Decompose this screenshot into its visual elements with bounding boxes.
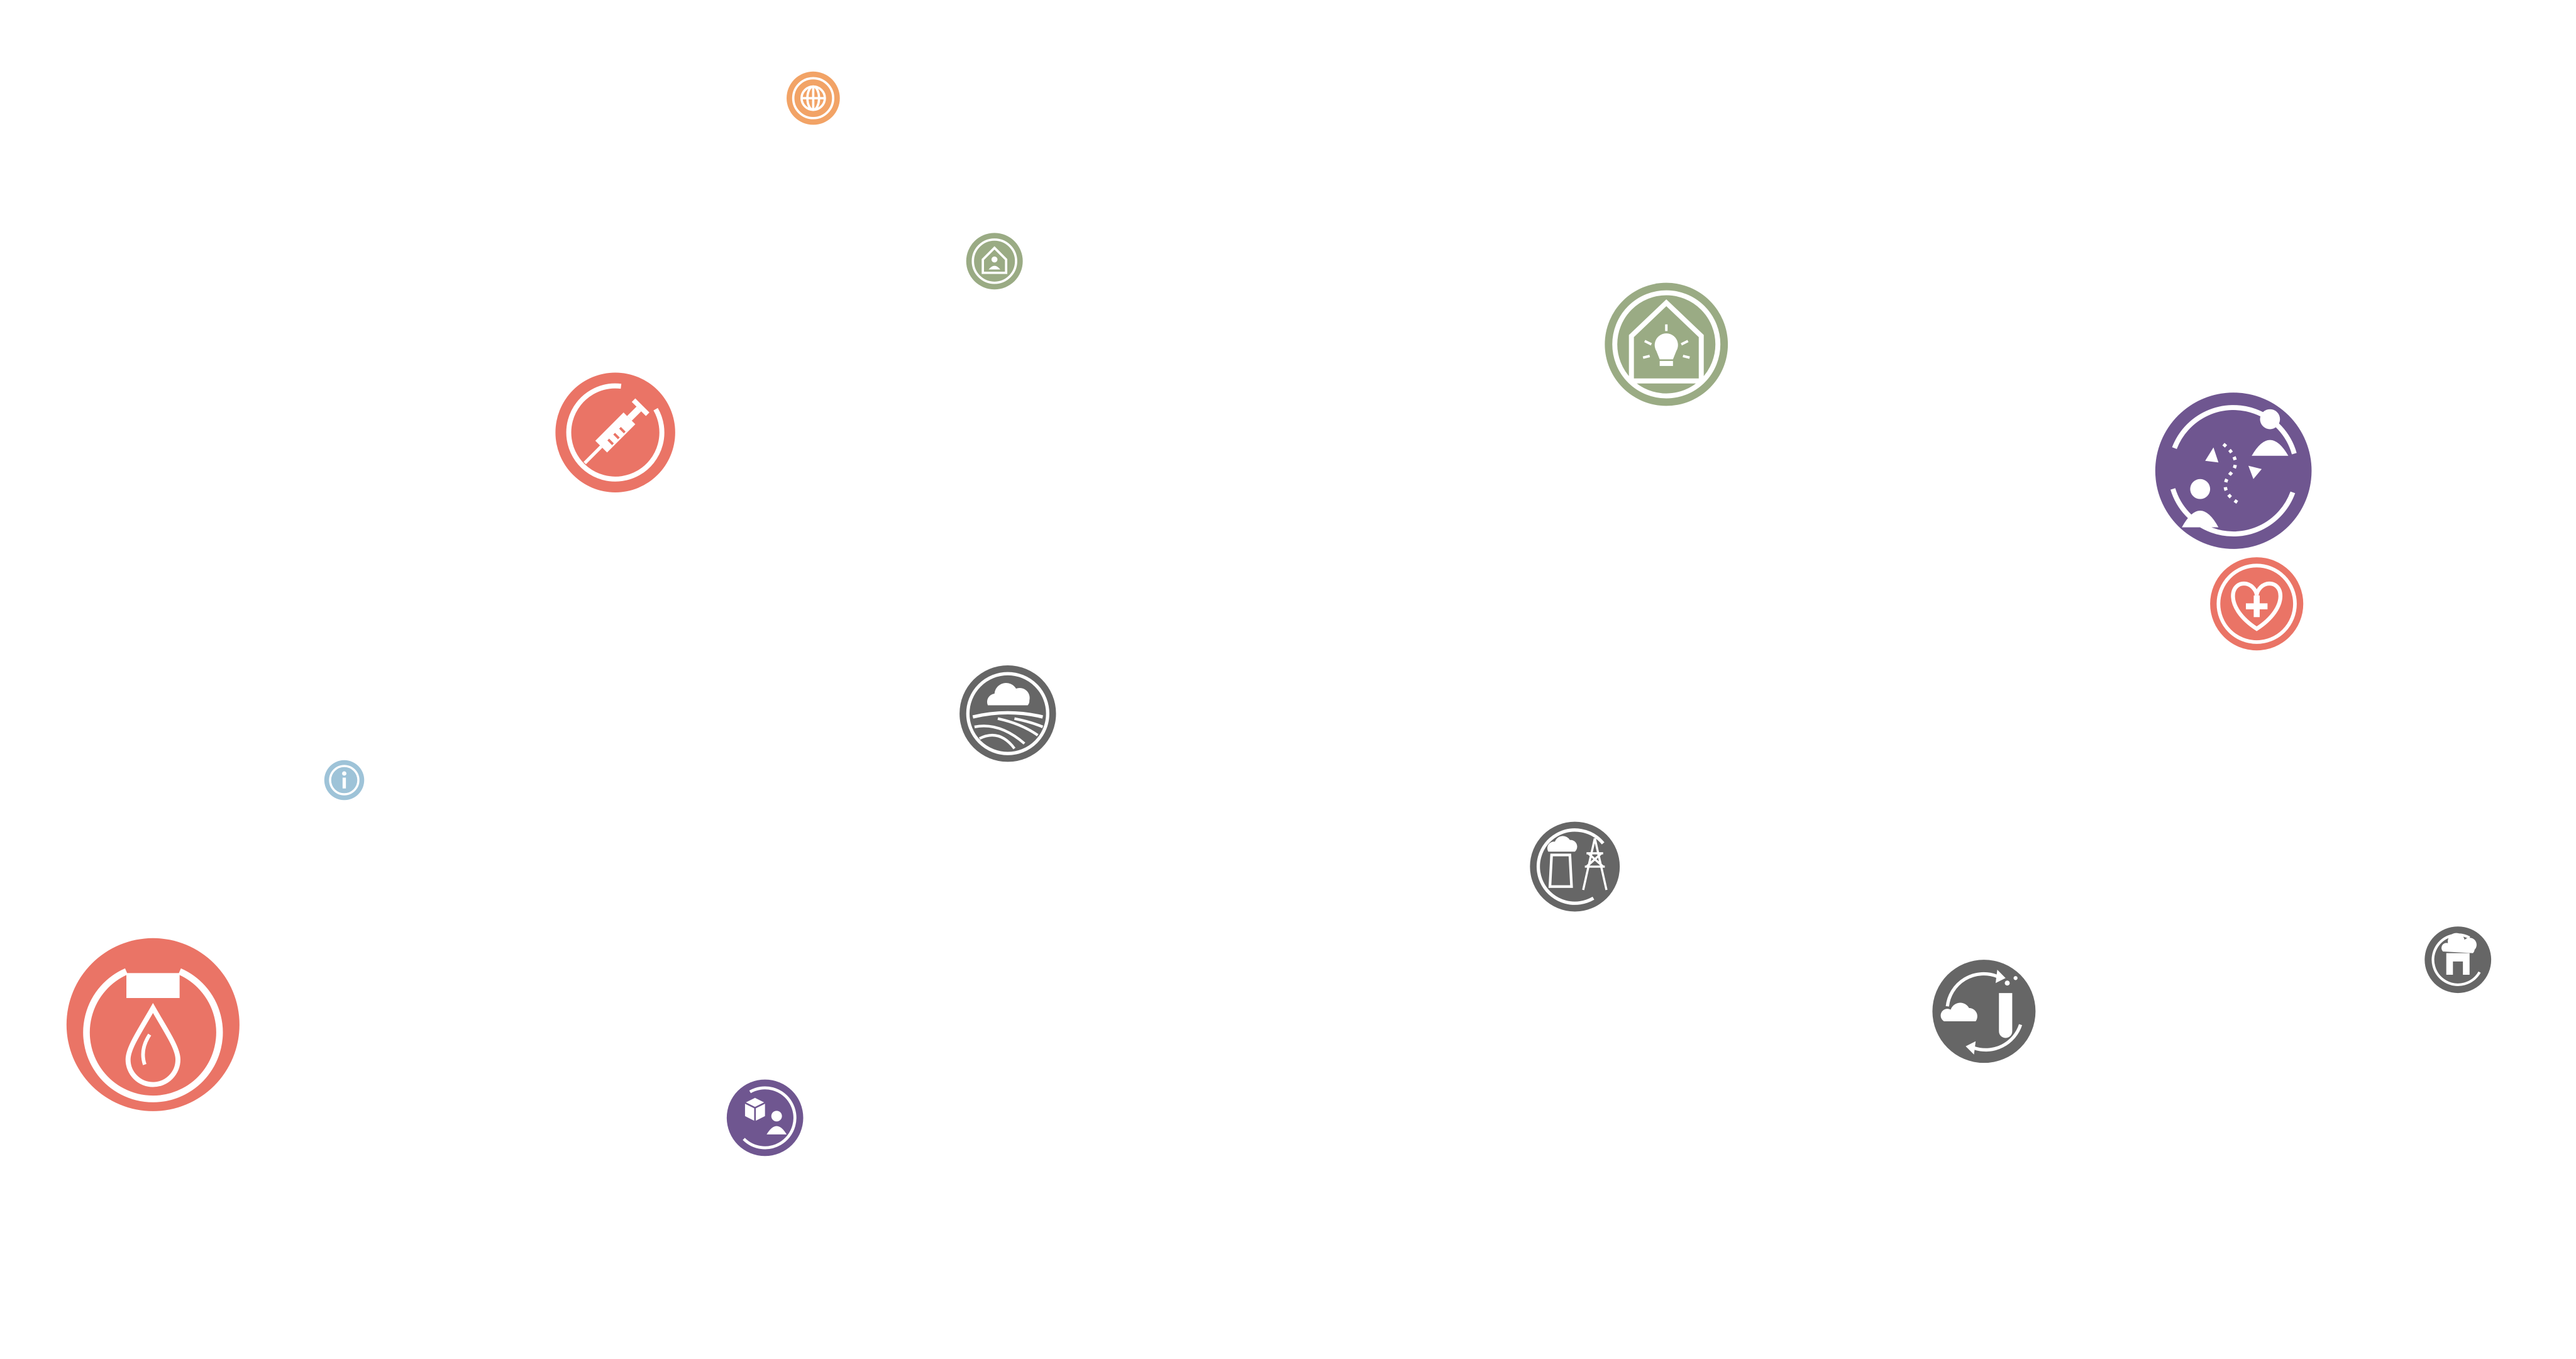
bubble-circle	[726, 1079, 804, 1157]
cloud-cycle-test-tube-icon	[1940, 970, 2023, 1055]
factory-powerline-icon	[1536, 828, 1613, 905]
blood-drop-topic-bubble[interactable]	[66, 938, 240, 1111]
cloud-field-topic-bubble[interactable]	[959, 665, 1056, 762]
cloud-cycle-test-tube-topic-bubble[interactable]	[1932, 960, 2036, 1063]
home-person-icon	[971, 238, 1017, 284]
heart-cross-topic-bubble[interactable]	[2210, 557, 2304, 651]
house-lightbulb-topic-bubble[interactable]	[1605, 282, 1728, 406]
cloud-pipe-topic-bubble[interactable]	[2424, 926, 2492, 994]
bubble-circle	[2155, 392, 2312, 549]
globe-topic-bubble[interactable]	[787, 71, 840, 125]
info-topic-bubble[interactable]	[324, 760, 365, 801]
cloud-pipe-icon	[2431, 933, 2484, 986]
bubble-circle	[1530, 821, 1620, 912]
blood-drop-icon	[83, 968, 223, 1102]
box-person-topic-bubble[interactable]	[724, 1077, 806, 1158]
people-exchange-topic-bubble[interactable]	[2152, 390, 2314, 552]
home-person-topic-bubble[interactable]	[966, 233, 1023, 290]
heart-cross-icon	[2216, 563, 2297, 644]
syringe-icon	[566, 383, 665, 482]
syringe-topic-bubble[interactable]	[551, 369, 678, 496]
info-icon	[329, 765, 360, 796]
cloud-field-icon	[966, 672, 1049, 755]
house-lightbulb-icon	[1612, 290, 1721, 399]
globe-icon	[792, 77, 834, 119]
factory-powerline-topic-bubble[interactable]	[1525, 817, 1625, 917]
